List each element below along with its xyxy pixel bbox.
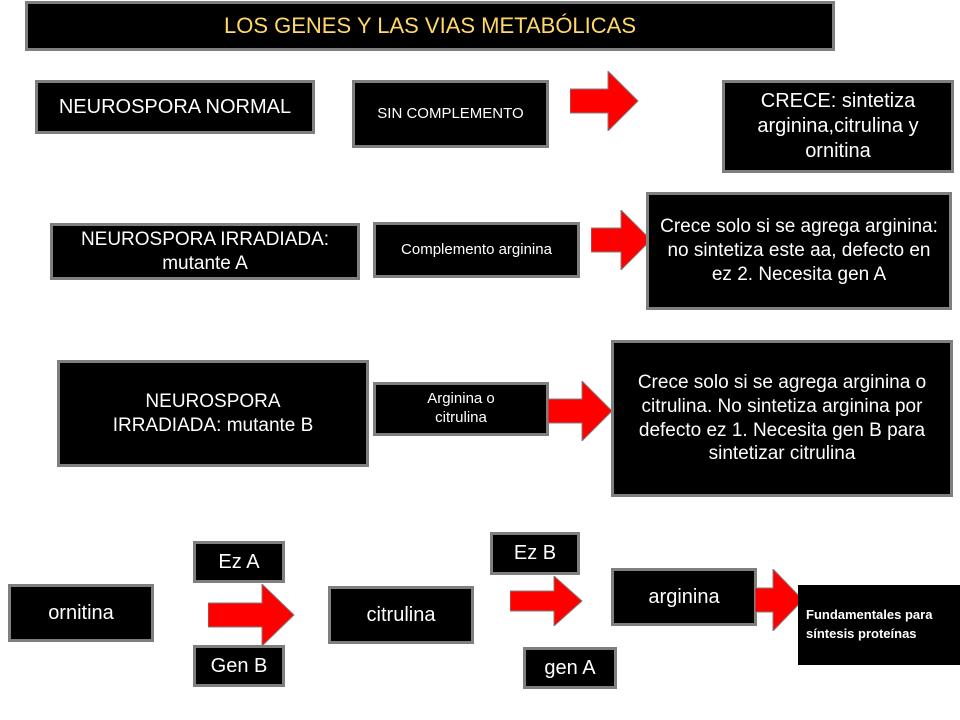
arrow-right-icon [591,210,652,270]
arginina-box: arginina [611,568,757,626]
arrow-right-icon [755,569,804,631]
arrow-right-icon [510,576,583,626]
page-title: LOS GENES Y LAS VIAS METABÓLICAS [25,1,835,51]
gen-b-box: Gen B [193,645,285,687]
arrow-right-icon [548,381,613,441]
condition-arginina-citrulina-box: Arginina o citrulina [373,382,549,436]
strain-normal-box: NEUROSPORA NORMAL [35,80,315,134]
condition-sin-complemento-box: SIN COMPLEMENTO [352,80,549,148]
condition-complemento-arginina-box: Complemento arginina [373,222,580,278]
result-mutante-b-box: Crece solo si se agrega arginina o citru… [611,340,953,497]
arrow-right-icon [570,71,639,131]
result-mutante-a-box: Crece solo si se agrega arginina: no sin… [646,192,952,310]
strain-mutante-a-box: NEUROSPORA IRRADIADA: mutante A [50,223,360,280]
arrow-right-icon [208,584,295,646]
ez-a-box: Ez A [193,541,285,583]
gen-a-box: gen A [523,647,617,689]
fundamentales-box: Fundamentales para síntesis proteínas [798,585,960,665]
result-normal-box: CRECE: sintetiza arginina,citrulina y or… [722,80,954,173]
strain-mutante-b-box: NEUROSPORA IRRADIADA: mutante B [57,360,369,467]
ornitina-box: ornitina [8,584,154,642]
ez-b-box: Ez B [490,532,580,575]
citrulina-box: citrulina [328,586,474,644]
